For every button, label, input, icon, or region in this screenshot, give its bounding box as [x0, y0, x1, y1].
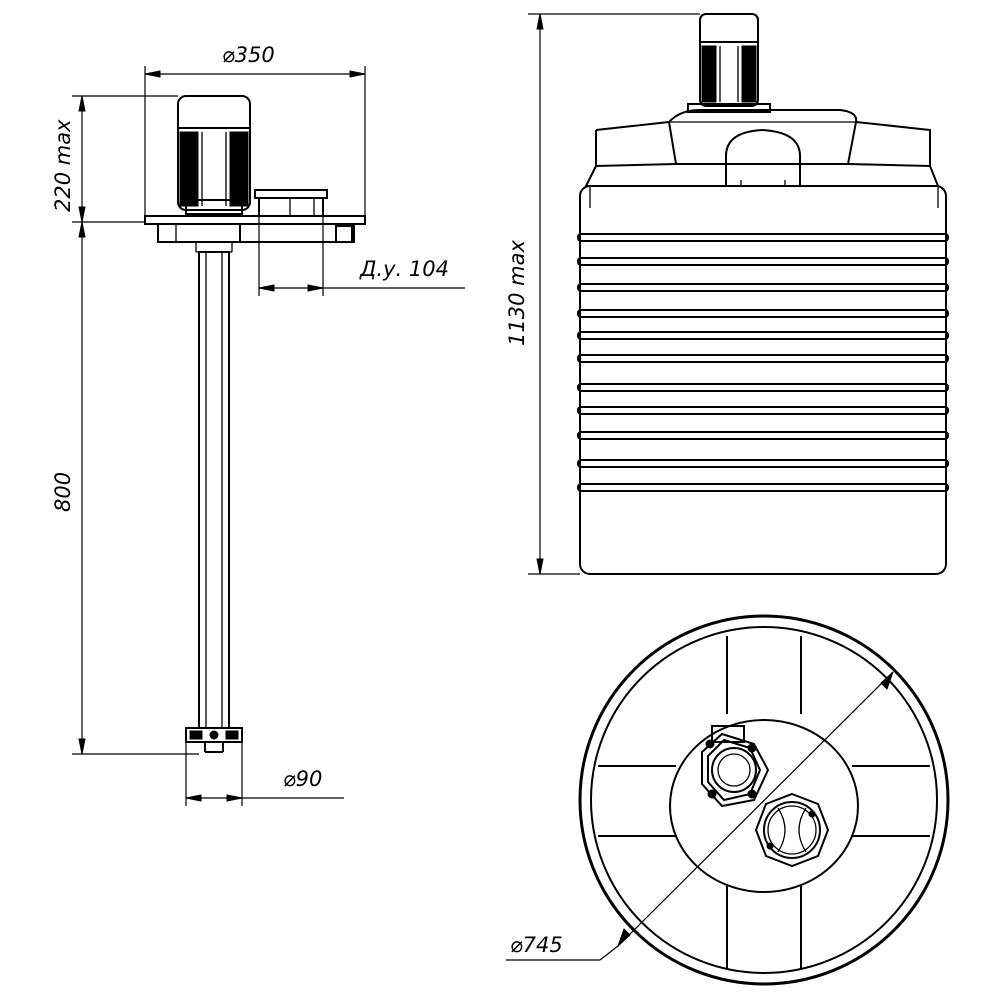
dim-label-1130-max: 1130 max: [505, 240, 529, 346]
dim-pump-flange-diameter: ⌀350: [144, 43, 366, 216]
dim-tank-height: 1130 max: [505, 13, 700, 575]
tank-side-view: [577, 13, 949, 575]
dim-label-220-max: 220 max: [51, 119, 75, 212]
dim-shaft-length: 800: [51, 221, 199, 755]
outlet-nozzle: [254, 189, 328, 217]
pump-assembly: [144, 95, 366, 753]
pump-shaft: [198, 251, 230, 729]
tank-motor: [687, 13, 771, 113]
pump-impeller: [185, 727, 243, 753]
dim-label-du-104: Д.у. 104: [359, 257, 449, 281]
dim-outlet-diameter: Д.у. 104: [258, 216, 465, 296]
tank-top-ribs: [598, 636, 930, 970]
pump-motor: [177, 95, 251, 215]
pump-mount-fitting: [701, 725, 770, 808]
tank-top-view: [506, 614, 950, 986]
dim-shaft-tip-diameter: ⌀90: [185, 742, 344, 806]
dim-label-745: ⌀745: [510, 933, 563, 957]
dim-label-350: ⌀350: [222, 43, 275, 67]
inlet-fitting: [754, 792, 830, 868]
dim-label-90: ⌀90: [283, 767, 322, 791]
pump-flange: [144, 215, 366, 253]
tank-ribs: [577, 233, 949, 492]
dim-label-800: 800: [51, 472, 75, 512]
dim-motor-height: 220 max: [51, 95, 178, 223]
